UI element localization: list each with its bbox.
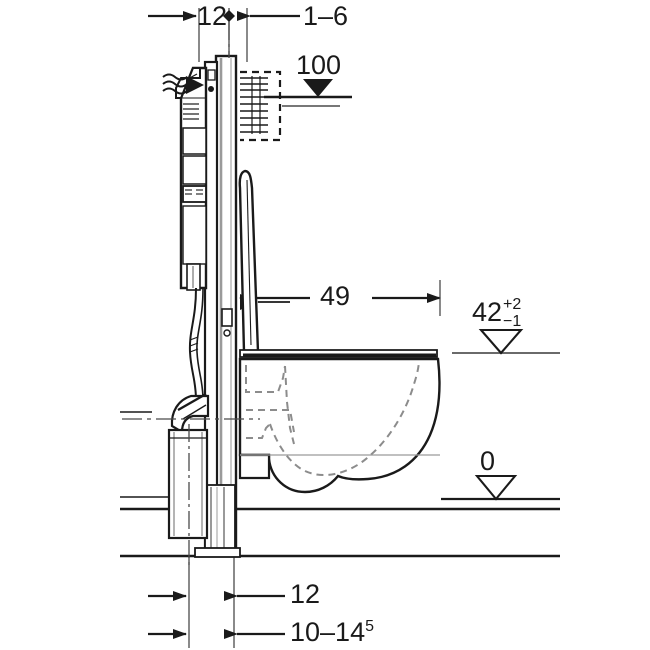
- dimension-42-value: 42: [472, 296, 503, 327]
- tolerance-plus: +2: [503, 296, 522, 313]
- dimension-label-42-tolerance: 42+2−1: [472, 296, 522, 331]
- dimension-10-14-value: 10–14: [290, 617, 366, 647]
- dimension-42-tolerance-stack: +2−1: [503, 296, 522, 331]
- centerline-diamond-marker: [223, 10, 235, 22]
- water-supply-icon: [162, 73, 204, 95]
- flush-pipe-bend: [167, 392, 210, 540]
- toilet-seat-ring: [239, 349, 438, 358]
- bowl-hidden-lines: [245, 359, 420, 477]
- dimension-label-0: 0: [480, 446, 496, 476]
- flush-actuator-plate: [240, 70, 282, 142]
- level-marker-100: [264, 79, 352, 99]
- center-lines: [188, 22, 230, 566]
- tolerance-minus: −1: [503, 312, 522, 330]
- toilet-seat-lid-raised: [238, 169, 260, 354]
- installation-frame: [194, 54, 241, 558]
- dimension-arrows-bottom: [148, 591, 285, 639]
- dimension-label-top-12: 12: [197, 1, 228, 31]
- dimension-label-bottom-10-14: 10–145: [290, 619, 374, 646]
- level-marker-0: [441, 474, 560, 501]
- dimension-label-49: 49: [320, 281, 351, 311]
- dimension-label-bottom-12: 12: [290, 579, 321, 609]
- concealed-cistern: [175, 66, 208, 401]
- frame-fittings: [207, 69, 233, 337]
- dimension-label-100: 100: [296, 50, 342, 80]
- level-marker-42: [452, 328, 560, 355]
- dimension-label-top-1-6: 1–6: [303, 1, 349, 31]
- dimension-10-14-superscript: 5: [365, 618, 374, 635]
